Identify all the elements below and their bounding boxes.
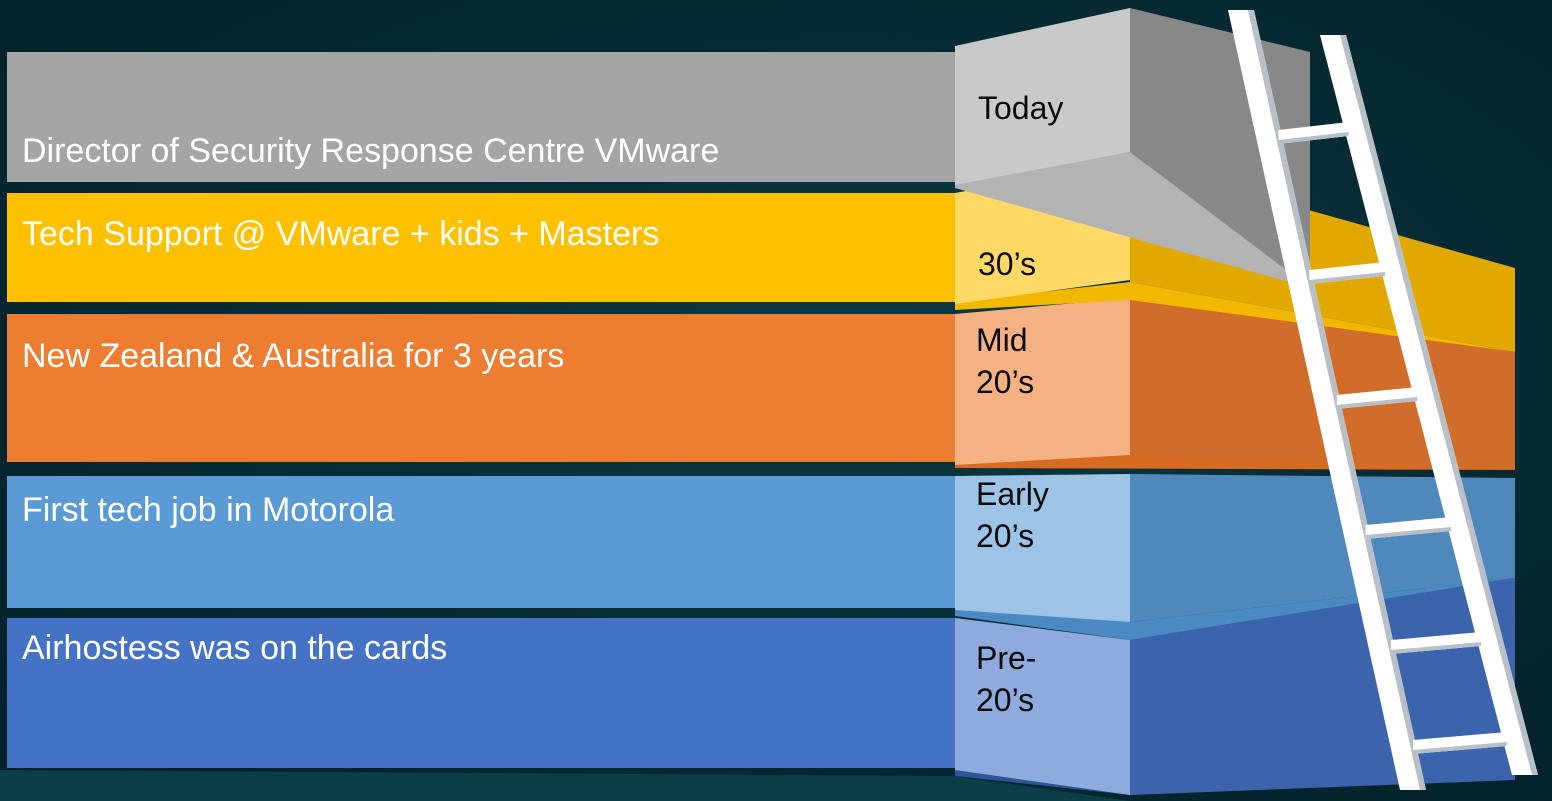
block-front-mid-20s	[7, 314, 955, 462]
level-label-30s: Tech Support @ VMware + kids + Masters	[22, 215, 660, 253]
block-ledge-today	[955, 152, 1310, 288]
block-front-pre-20s	[7, 618, 955, 768]
ladder-right-rail-shade	[1340, 35, 1538, 775]
ladder-rung-shade-5	[1390, 642, 1481, 654]
ladder-left-rail	[1228, 10, 1426, 790]
block-side-early-20s	[955, 474, 1130, 622]
era-label-mid-20s: Mid 20’s	[976, 322, 1035, 400]
era-label-early-20s: Early 20’s	[976, 476, 1049, 554]
ladder-rung-shade-6	[1412, 742, 1507, 754]
era-label-30s: 30’s	[978, 246, 1037, 282]
ladder-rung-shade-2	[1309, 272, 1385, 284]
level-label-pre-20s: Airhostess was on the cards	[22, 629, 448, 667]
level-label-mid-20s: New Zealand & Australia for 3 years	[22, 337, 565, 375]
era-label-today: Today	[978, 90, 1064, 126]
block-front-30s	[7, 193, 955, 302]
ladder-rung-shade-4	[1365, 527, 1452, 539]
block-right-early-20s	[1130, 474, 1515, 622]
block-right-shade-early-20s	[1130, 474, 1515, 622]
era-label-pre-20s: Pre- 20’s	[976, 640, 1037, 718]
block-side-today	[955, 8, 1130, 185]
block-side-pre-20s	[955, 618, 1130, 795]
block-side-mid-20s	[955, 298, 1130, 465]
ladder-right-rail	[1320, 35, 1538, 775]
ladder-rung-shade-3	[1336, 397, 1418, 409]
block-front-today	[7, 52, 955, 182]
ladder-rung-shade-1	[1278, 132, 1349, 144]
ground-shadow	[0, 770, 1130, 801]
level-label-today: Director of Security Response Centre VMw…	[22, 132, 720, 170]
level-label-early-20s: First tech job in Motorola	[22, 491, 395, 529]
block-ledge-mid-20s	[955, 455, 1515, 470]
block-front-early-20s	[7, 476, 955, 608]
block-ledge-early-20s	[955, 578, 1515, 640]
block-ledge-30s	[955, 282, 1515, 352]
